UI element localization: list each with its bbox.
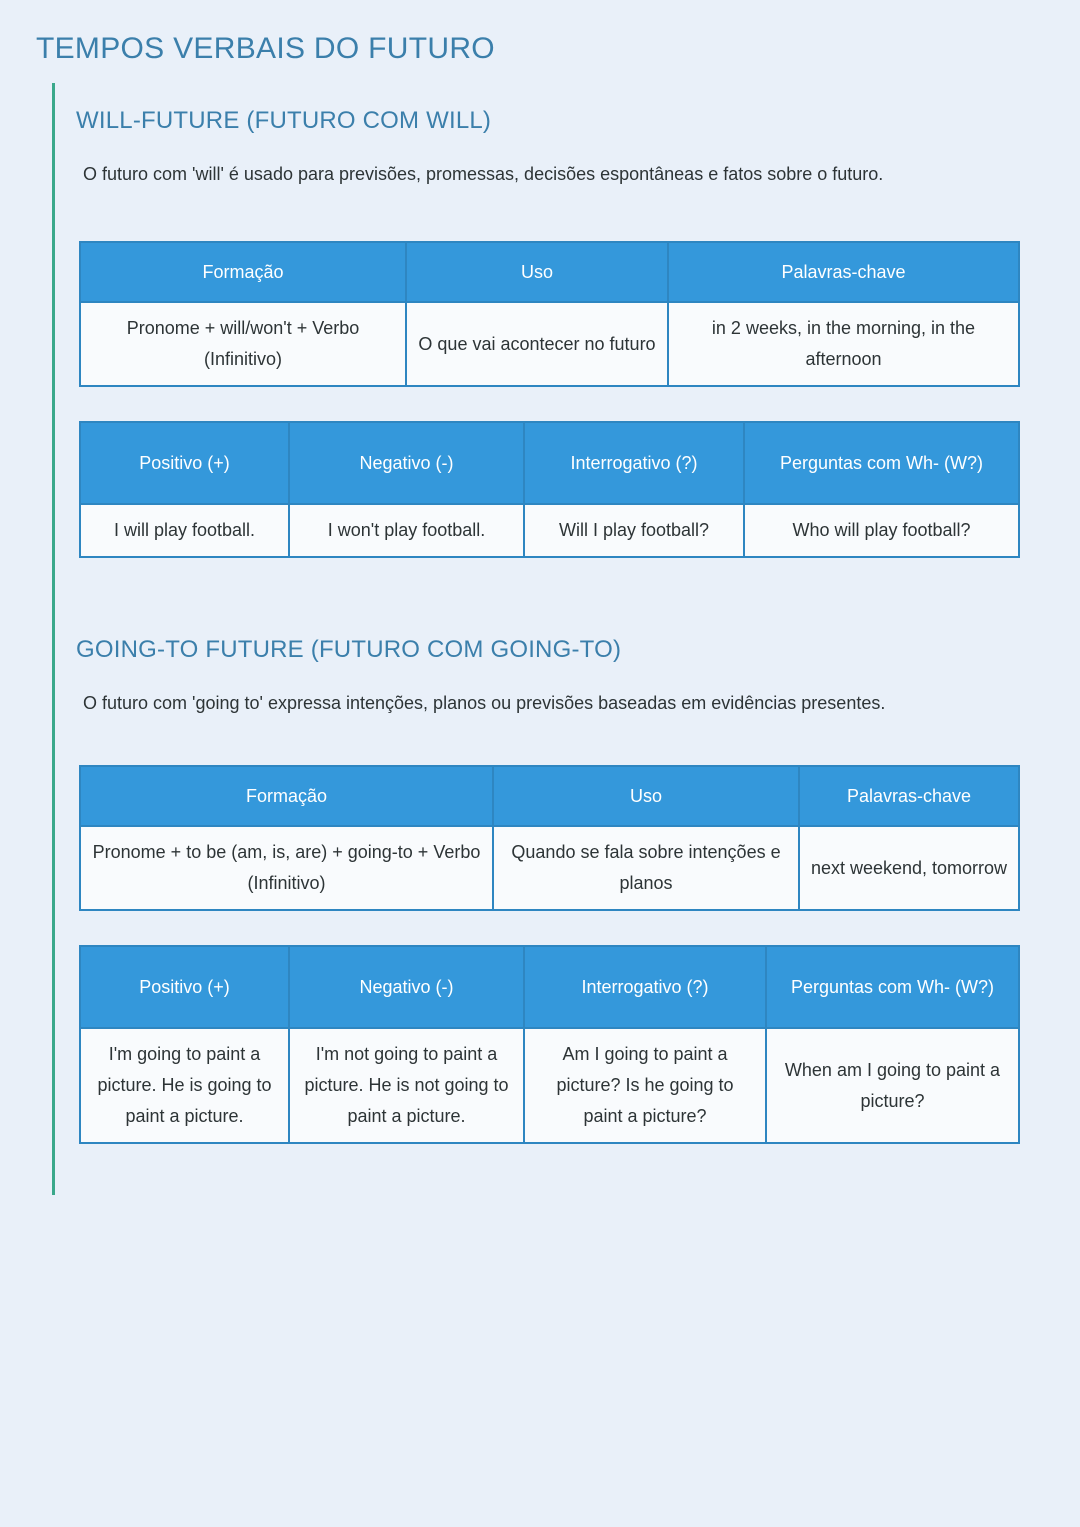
page-title: TEMPOS VERBAIS DO FUTURO bbox=[36, 32, 495, 66]
column-header-positivo: Positivo (+) bbox=[79, 421, 290, 505]
cell-negativo: I won't play football. bbox=[288, 503, 525, 558]
table-row: I'm going to paint a picture. He is goin… bbox=[79, 1027, 1020, 1144]
column-header-palavras-chave: Palavras-chave bbox=[667, 241, 1020, 303]
cell-palavras-chave: in 2 weeks, in the morning, in the after… bbox=[667, 301, 1020, 387]
cell-interrogativo: Will I play football? bbox=[523, 503, 745, 558]
table-header-row: Formação Uso Palavras-chave bbox=[79, 765, 1020, 827]
section-description-going-to-future: O futuro com 'going to' expressa intençõ… bbox=[83, 693, 886, 713]
column-header-negativo: Negativo (-) bbox=[288, 421, 525, 505]
column-header-negativo: Negativo (-) bbox=[288, 945, 525, 1029]
section-heading-going-to-future: GOING-TO FUTURE (FUTURO COM GOING-TO) bbox=[76, 635, 622, 663]
column-header-palavras-chave: Palavras-chave bbox=[798, 765, 1020, 827]
section-heading-will-future: WILL-FUTURE (FUTURO COM WILL) bbox=[76, 106, 492, 134]
table-row: I will play football. I won't play footb… bbox=[79, 503, 1020, 558]
column-header-perguntas-wh: Perguntas com Wh- (W?) bbox=[743, 421, 1020, 505]
cell-formacao: Pronome + will/won't + Verbo (Infinitivo… bbox=[79, 301, 407, 387]
column-header-formacao: Formação bbox=[79, 241, 407, 303]
cell-palavras-chave: next weekend, tomorrow bbox=[798, 825, 1020, 911]
column-header-formacao: Formação bbox=[79, 765, 494, 827]
column-header-uso: Uso bbox=[492, 765, 800, 827]
table-will-forms: Positivo (+) Negativo (-) Interrogativo … bbox=[79, 421, 1020, 558]
column-header-perguntas-wh: Perguntas com Wh- (W?) bbox=[765, 945, 1020, 1029]
cell-perguntas-wh: When am I going to paint a picture? bbox=[765, 1027, 1020, 1144]
left-accent-rail bbox=[52, 83, 55, 1195]
table-will-formation: Formação Uso Palavras-chave Pronome + wi… bbox=[79, 241, 1020, 387]
cell-positivo: I will play football. bbox=[79, 503, 290, 558]
section-description-will-future: O futuro com 'will' é usado para previsõ… bbox=[83, 164, 884, 184]
table-header-row: Positivo (+) Negativo (-) Interrogativo … bbox=[79, 421, 1020, 505]
table-row: Pronome + to be (am, is, are) + going-to… bbox=[79, 825, 1020, 911]
table-header-row: Positivo (+) Negativo (-) Interrogativo … bbox=[79, 945, 1020, 1029]
table-row: Pronome + will/won't + Verbo (Infinitivo… bbox=[79, 301, 1020, 387]
cell-uso: Quando se fala sobre intenções e planos bbox=[492, 825, 800, 911]
column-header-interrogativo: Interrogativo (?) bbox=[523, 421, 745, 505]
cell-interrogativo: Am I going to paint a picture? Is he goi… bbox=[523, 1027, 767, 1144]
cell-perguntas-wh: Who will play football? bbox=[743, 503, 1020, 558]
table-going-to-forms: Positivo (+) Negativo (-) Interrogativo … bbox=[79, 945, 1020, 1144]
table-header-row: Formação Uso Palavras-chave bbox=[79, 241, 1020, 303]
cell-positivo: I'm going to paint a picture. He is goin… bbox=[79, 1027, 290, 1144]
cell-uso: O que vai acontecer no futuro bbox=[405, 301, 669, 387]
cell-formacao: Pronome + to be (am, is, are) + going-to… bbox=[79, 825, 494, 911]
column-header-positivo: Positivo (+) bbox=[79, 945, 290, 1029]
table-going-to-formation: Formação Uso Palavras-chave Pronome + to… bbox=[79, 765, 1020, 911]
column-header-uso: Uso bbox=[405, 241, 669, 303]
cell-negativo: I'm not going to paint a picture. He is … bbox=[288, 1027, 525, 1144]
column-header-interrogativo: Interrogativo (?) bbox=[523, 945, 767, 1029]
